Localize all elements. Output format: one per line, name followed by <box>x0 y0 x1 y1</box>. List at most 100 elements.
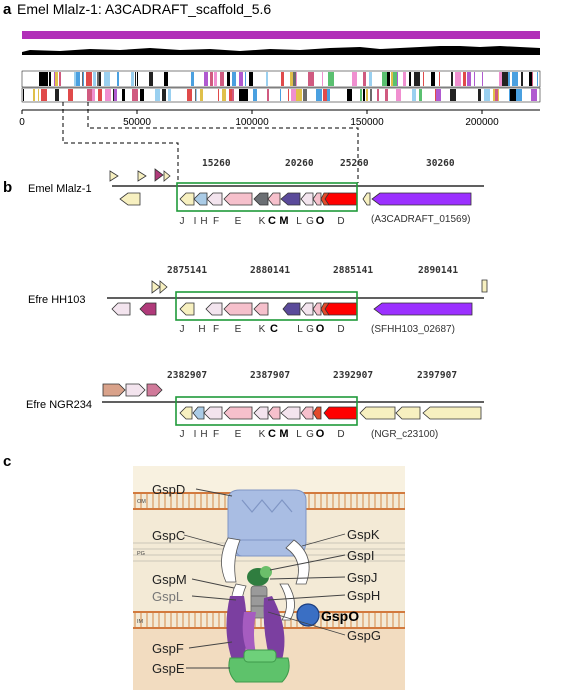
gene-stripe <box>508 72 510 86</box>
gene-letter-g: G <box>306 216 314 227</box>
gene-stripe <box>195 89 196 101</box>
gene-stripe <box>435 89 436 101</box>
gene-stripe <box>423 72 424 86</box>
gene-stripe <box>131 72 134 86</box>
gene-stripe <box>232 72 236 86</box>
gene-stripe <box>478 89 481 101</box>
gene-stripe <box>59 72 61 86</box>
gene-letter-f: F <box>213 429 219 440</box>
gene-stripe <box>296 89 302 101</box>
panel-a-letter: a <box>3 1 12 18</box>
gene-stripe <box>288 89 289 101</box>
gene-letter-o: O <box>316 215 325 227</box>
gene-stripe <box>512 72 518 86</box>
gene-stripe <box>38 89 39 101</box>
membrane-label-om: OM <box>137 499 146 505</box>
gene-stripe <box>99 72 101 86</box>
gsp-cluster-box <box>175 291 358 321</box>
gene-stripe <box>290 72 293 86</box>
locus-tag: (SFHH103_02687) <box>371 324 455 335</box>
gene-stripe <box>397 72 398 86</box>
organism-label: Emel Mlalz-1 <box>28 183 92 195</box>
gene-stripe <box>33 89 35 101</box>
gene-stripe <box>509 89 510 101</box>
gene-stripe <box>463 72 466 86</box>
gene-stripe <box>245 89 248 101</box>
gene-stripe <box>516 89 522 101</box>
gspf-protein <box>226 596 247 660</box>
gene-letter-f: F <box>213 324 219 335</box>
axis-tick-label: 200000 <box>465 117 499 128</box>
gene-stripe <box>291 89 296 101</box>
gene-stripe <box>363 89 365 101</box>
gspk-protein <box>285 539 310 585</box>
gene-stripe <box>76 72 80 86</box>
gene-letter-k: K <box>259 216 266 227</box>
gene-stripe <box>403 72 406 86</box>
gene-stripe <box>187 89 192 101</box>
label-leader-lines <box>183 488 346 669</box>
panel-b-letter: b <box>3 179 12 196</box>
gene-stripe <box>267 89 269 101</box>
label-gsph: GspH <box>347 588 380 603</box>
gene-stripe <box>387 72 390 86</box>
gene-letter-d: D <box>337 324 344 335</box>
gene-stripe <box>155 89 160 101</box>
gene-letter-j: J <box>180 429 185 440</box>
gene-letter-m: M <box>279 428 288 440</box>
gene-stripe <box>113 89 114 101</box>
gene-stripe <box>98 89 102 101</box>
label-gspi: GspI <box>347 548 374 563</box>
gene-stripe <box>93 72 96 86</box>
gene-stripe <box>117 72 119 86</box>
gene-stripe <box>83 72 84 86</box>
gene-stripe <box>532 72 533 86</box>
gene-stripe <box>105 89 111 101</box>
organism-label: Efre HH103 <box>28 294 85 306</box>
gene-stripe <box>369 72 372 86</box>
gene-stripe <box>495 89 498 101</box>
label-gspd: GspD <box>152 482 185 497</box>
gene-stripe <box>521 72 523 86</box>
gene-letter-d: D <box>337 429 344 440</box>
gene-stripe <box>328 72 334 86</box>
gc-profile <box>22 46 540 55</box>
gene-stripe <box>409 72 411 86</box>
gene-letter-l: L <box>297 324 303 335</box>
gene-stripe <box>450 89 456 101</box>
gene-stripe <box>303 89 307 101</box>
organism-label: Efre NGR234 <box>26 399 92 411</box>
scaffold-bar <box>22 31 540 39</box>
gene-stripe <box>54 72 55 86</box>
label-gspk: GspK <box>347 527 380 542</box>
gene-stripe <box>220 72 224 86</box>
gene-stripe <box>135 72 136 86</box>
gene-letter-o: O <box>316 323 325 335</box>
gene-letter-h: H <box>200 429 207 440</box>
gene-stripe <box>498 89 499 101</box>
gene-letter-e: E <box>235 324 242 335</box>
gene-stripe <box>474 72 475 86</box>
zoom-dashes <box>62 102 359 183</box>
gene-stripe <box>41 89 47 101</box>
axis-tick-label: 100000 <box>235 117 269 128</box>
gene-stripe <box>352 72 357 86</box>
gene-stripe <box>239 72 243 86</box>
gene-letter-k: K <box>259 324 266 335</box>
gene-stripe <box>266 72 268 86</box>
gene-stripe <box>382 72 387 86</box>
label-gspc: GspC <box>152 528 185 543</box>
panel-a-title: Emel Mlalz-1: A3CADRAFT_scaffold_5.6 <box>17 1 271 17</box>
gene-letter-g: G <box>306 429 314 440</box>
gene-stripe <box>412 89 416 101</box>
gene-letter-c: C <box>270 323 278 335</box>
coord-label: 2382907 <box>167 370 207 381</box>
gene-stripe <box>493 89 495 101</box>
gene-stripe <box>431 72 435 86</box>
membrane-label-pg: PG <box>137 551 145 557</box>
gene-letter-c: C <box>268 428 276 440</box>
gspe-atpase <box>228 657 290 683</box>
